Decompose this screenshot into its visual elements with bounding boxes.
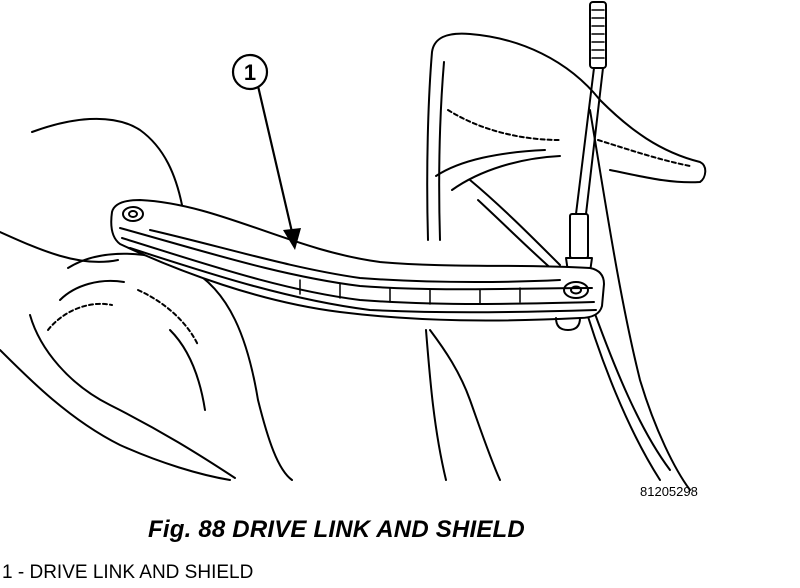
callout-number: 1 <box>244 60 256 85</box>
legend-item: 1 - DRIVE LINK AND SHIELD <box>2 562 253 584</box>
figure-caption: Fig. 88 DRIVE LINK AND SHIELD <box>148 516 525 543</box>
legend-number: 1 <box>2 562 13 583</box>
threaded-rod <box>565 1 607 273</box>
left-seat-cushion <box>0 117 293 481</box>
legend-separator: - <box>17 562 25 583</box>
legend-text: DRIVE LINK AND SHIELD <box>29 562 254 583</box>
callout-leader <box>256 84 301 250</box>
callout-1: 1 <box>231 53 269 91</box>
drive-link-illustration: 1 <box>0 1 707 491</box>
drive-link-and-shield <box>110 199 605 331</box>
reference-code: 81205298 <box>640 484 698 499</box>
